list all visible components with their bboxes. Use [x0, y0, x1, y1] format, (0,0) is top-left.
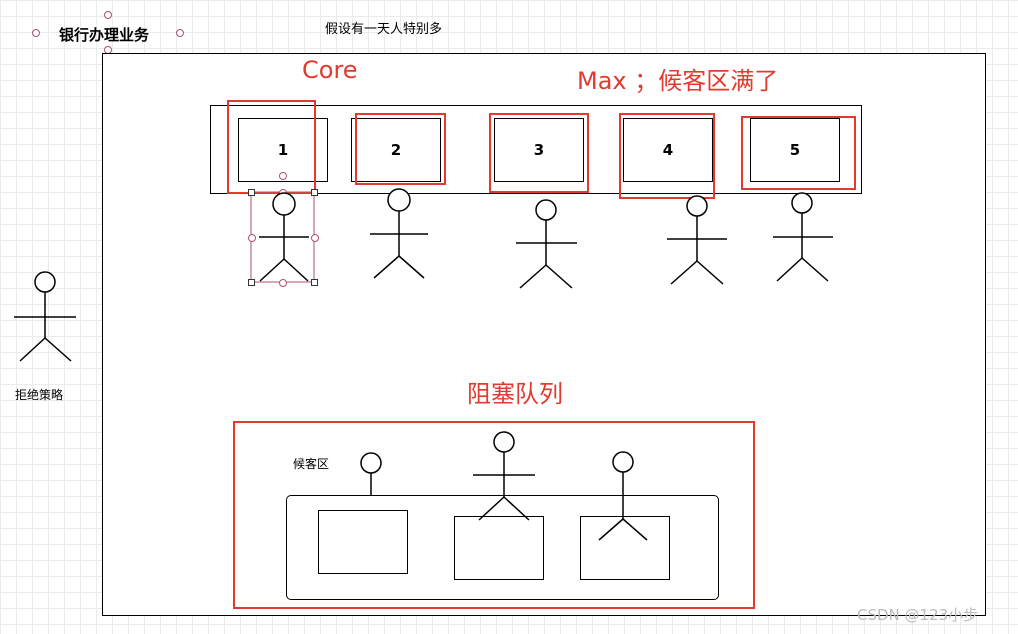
- outline-node-dot[interactable]: [104, 11, 112, 19]
- rotate-handle[interactable]: [279, 172, 287, 180]
- diagram-title[interactable]: 银行办理业务: [59, 26, 150, 44]
- resize-handle[interactable]: [248, 189, 255, 196]
- service-window-3[interactable]: 3: [494, 118, 584, 182]
- max-label[interactable]: Max ；候客区满了: [577, 67, 779, 95]
- customer-figure-5[interactable]: [773, 192, 835, 285]
- waiting-seat-2[interactable]: [454, 516, 544, 580]
- outline-node-dot[interactable]: [32, 29, 40, 37]
- resize-handle[interactable]: [311, 234, 319, 242]
- rejected-customer-figure[interactable]: [14, 270, 78, 364]
- scenario-note[interactable]: 假设有一天人特别多: [325, 22, 443, 37]
- service-window-2[interactable]: 2: [351, 118, 441, 182]
- blocking-queue-box[interactable]: [233, 421, 755, 609]
- waiting-area-container[interactable]: [286, 495, 719, 600]
- waiting-customer-figure-2[interactable]: [473, 431, 537, 523]
- reject-policy-label[interactable]: 拒绝策略: [15, 388, 64, 402]
- waiting-seat-1[interactable]: [318, 510, 408, 574]
- window-3-highlight-box[interactable]: [489, 113, 589, 193]
- resize-handle[interactable]: [311, 189, 318, 196]
- waiting-seat-3[interactable]: [580, 516, 670, 580]
- window-4-highlight-box[interactable]: [619, 113, 715, 199]
- service-window-bar[interactable]: [210, 105, 862, 194]
- core-label[interactable]: Core: [302, 56, 358, 84]
- blocking-queue-label[interactable]: 阻塞队列: [467, 380, 563, 408]
- customer-figure-3[interactable]: [516, 199, 578, 291]
- bank-frame[interactable]: [102, 53, 986, 616]
- resize-handle[interactable]: [311, 279, 318, 286]
- resize-handle[interactable]: [248, 234, 256, 242]
- waiting-area-label[interactable]: 候客区: [293, 457, 330, 471]
- customer-figure-1[interactable]: [256, 192, 312, 285]
- core-highlight-box[interactable]: [227, 100, 316, 194]
- customer-figure-4[interactable]: [667, 195, 729, 287]
- service-window-4[interactable]: 4: [623, 118, 713, 182]
- window-2-highlight-box[interactable]: [355, 113, 446, 185]
- waiting-customer-figure-3[interactable]: [595, 451, 653, 543]
- waiting-customer-head-1[interactable]: [360, 452, 384, 496]
- service-window-5[interactable]: 5: [750, 118, 840, 182]
- resize-handle[interactable]: [279, 279, 287, 287]
- service-window-1[interactable]: 1: [238, 118, 328, 182]
- outline-node-dot[interactable]: [176, 29, 184, 37]
- watermark: CSDN @123小步: [857, 606, 979, 624]
- window-5-highlight-box[interactable]: [741, 116, 856, 190]
- resize-handle[interactable]: [248, 279, 255, 286]
- customer-figure-2[interactable]: [370, 188, 430, 280]
